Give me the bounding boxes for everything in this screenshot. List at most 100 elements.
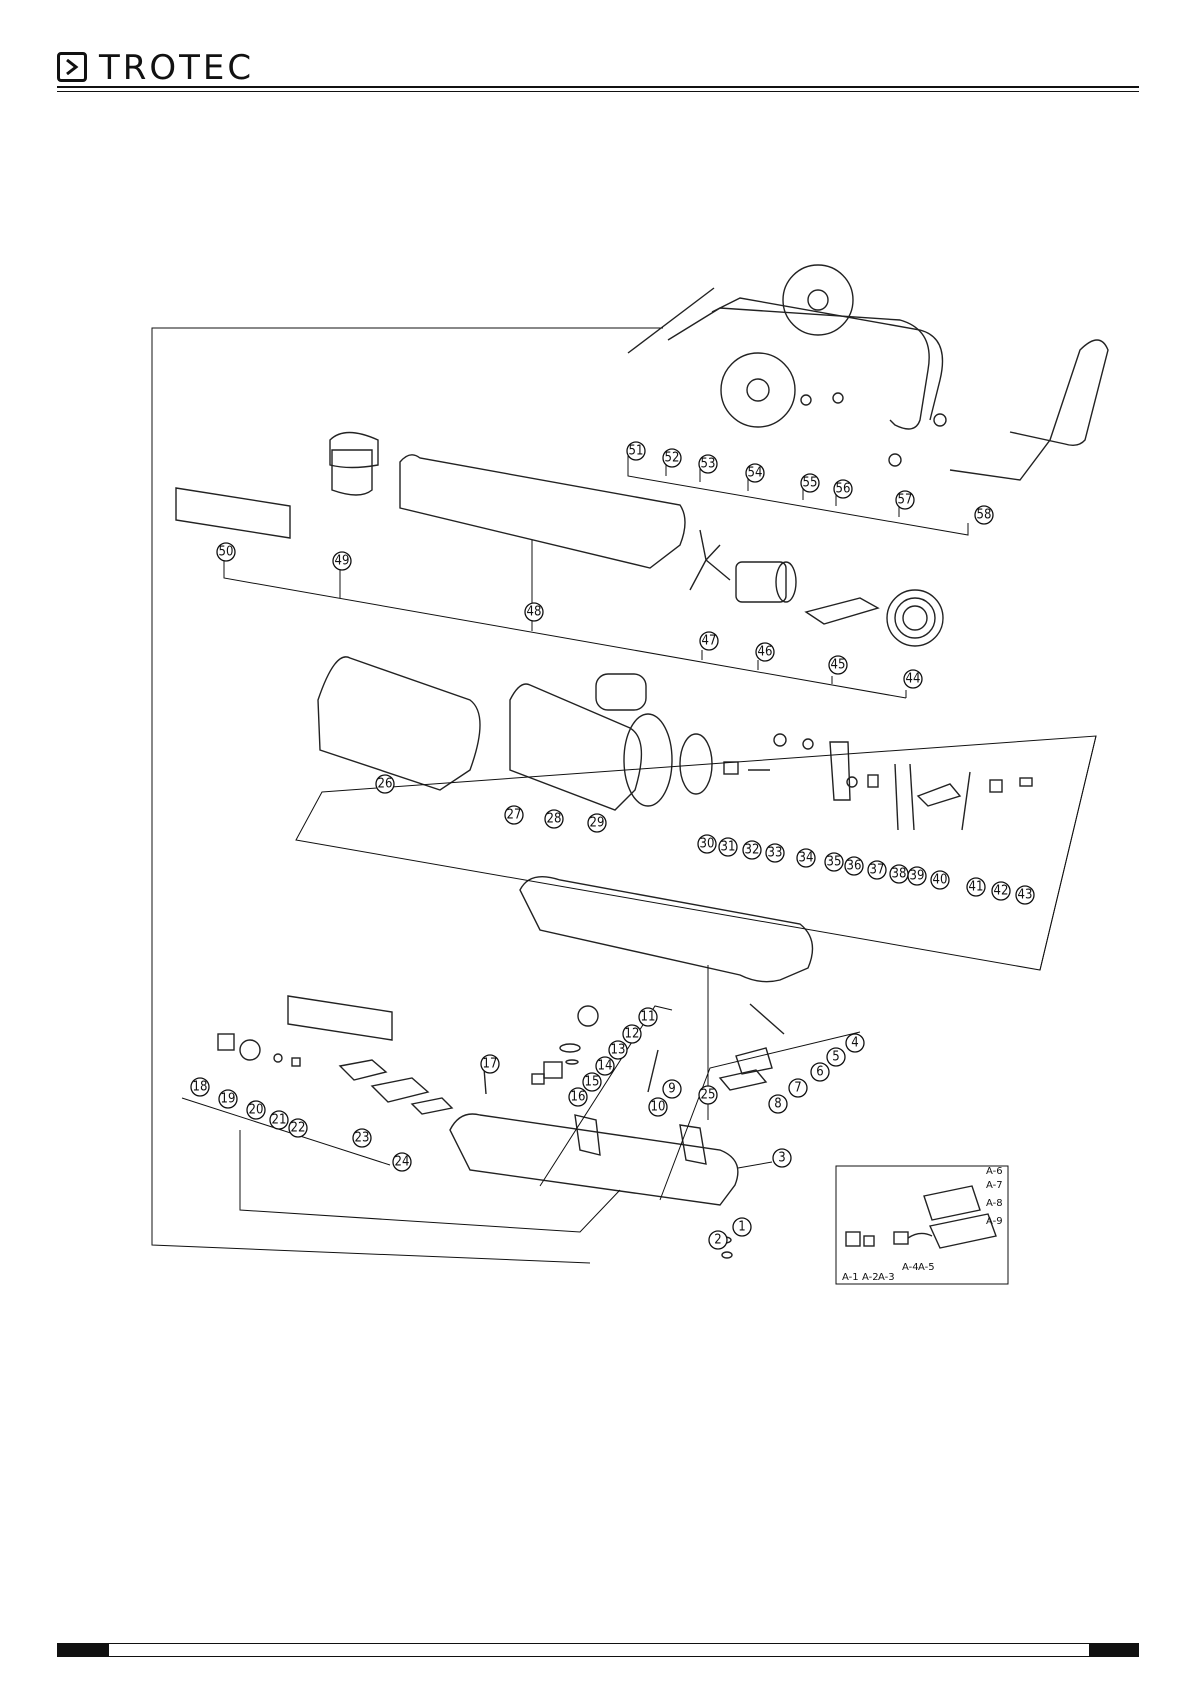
- callout-48: 48: [525, 603, 543, 621]
- inset-wire: [908, 1233, 932, 1238]
- svg-text:11: 11: [641, 1010, 656, 1025]
- gasket: [560, 1044, 580, 1052]
- circuit-board: [340, 1060, 386, 1080]
- callout-36: 36: [845, 857, 863, 875]
- svg-text:9: 9: [668, 1082, 675, 1097]
- callout-17: 17: [481, 1055, 499, 1073]
- svg-text:27: 27: [507, 808, 522, 823]
- footer-block-right: [1089, 1643, 1139, 1657]
- inset-label-A-1: A-1: [842, 1272, 859, 1283]
- callout-45: 45: [829, 656, 847, 674]
- callout-19: 19: [219, 1090, 237, 1108]
- footer-block-left: [57, 1643, 109, 1657]
- callout-25: 25: [699, 1086, 717, 1104]
- cap-2: [934, 414, 946, 426]
- pump-gear: [578, 1006, 598, 1026]
- callout-15: 15: [583, 1073, 601, 1091]
- callout-28: 28: [545, 810, 563, 828]
- svg-text:50: 50: [219, 545, 234, 560]
- fan-guard-ring-inner: [903, 606, 927, 630]
- callout-group: 1 2 3 4 5 6 7 8 9 10 11 12 13 14 15 16 1…: [191, 442, 1034, 1249]
- svg-text:56: 56: [836, 482, 851, 497]
- callout-49: 49: [333, 552, 351, 570]
- callout-43: 43: [1016, 886, 1034, 904]
- callout-34: 34: [797, 849, 815, 867]
- svg-text:48: 48: [527, 605, 542, 620]
- tank-bracket-2: [680, 1125, 706, 1164]
- callout-9: 9: [663, 1080, 681, 1098]
- pump: [544, 1062, 562, 1078]
- bracket-small: [412, 1098, 452, 1114]
- svg-text:3: 3: [778, 1151, 785, 1166]
- upper-housing: [176, 433, 685, 569]
- svg-text:45: 45: [831, 658, 846, 673]
- svg-text:20: 20: [249, 1103, 264, 1118]
- svg-text:28: 28: [547, 812, 562, 827]
- cap: [889, 454, 901, 466]
- callout-50: 50: [217, 543, 235, 561]
- svg-text:6: 6: [816, 1065, 823, 1080]
- svg-text:22: 22: [291, 1121, 306, 1136]
- mount-plate: [720, 1070, 766, 1090]
- svg-text:14: 14: [598, 1059, 613, 1074]
- clip: [803, 739, 813, 749]
- svg-text:32: 32: [745, 843, 760, 858]
- group-line-44-50: [224, 555, 906, 698]
- inner-chamber: [510, 684, 641, 810]
- svg-text:2: 2: [714, 1233, 721, 1248]
- svg-text:30: 30: [700, 837, 715, 852]
- callout-58: 58: [975, 506, 993, 524]
- knob: [240, 1040, 260, 1060]
- callout-42: 42: [992, 882, 1010, 900]
- lower-shell: [520, 877, 813, 982]
- svg-text:46: 46: [758, 645, 773, 660]
- sensor: [962, 772, 970, 830]
- callout-32: 32: [743, 841, 761, 859]
- handle: [950, 340, 1108, 480]
- svg-text:17: 17: [483, 1057, 498, 1072]
- footer-bar: [57, 1643, 1139, 1657]
- group-outline-26-43: [296, 736, 1096, 970]
- leader-lines: [182, 455, 1096, 1232]
- electrode: [918, 784, 960, 806]
- callout-11: 11: [639, 1008, 657, 1026]
- callout-16: 16: [569, 1088, 587, 1106]
- indicator: [274, 1054, 282, 1062]
- terminal: [990, 780, 1002, 792]
- callout-27: 27: [505, 806, 523, 824]
- wheel-front-hub: [747, 379, 769, 401]
- callout-54: 54: [746, 464, 764, 482]
- inset-detail: A-6 A-7 A-8 A-9 A-1 A-2 A-3 A-4 A-5: [836, 1166, 1008, 1284]
- callout-3: 3: [773, 1149, 791, 1167]
- callout-46: 46: [756, 643, 774, 661]
- svg-text:29: 29: [590, 816, 605, 831]
- svg-text:24: 24: [395, 1155, 410, 1170]
- callout-31: 31: [719, 838, 737, 856]
- assembly-outline: [152, 328, 663, 1263]
- group-line-51-58: [628, 455, 968, 535]
- svg-text:19: 19: [221, 1092, 236, 1107]
- inset-label-A-5: A-5: [918, 1262, 935, 1273]
- svg-text:39: 39: [910, 869, 925, 884]
- fan-guard-ring: [895, 598, 935, 638]
- svg-text:37: 37: [870, 863, 885, 878]
- inset-plug: [846, 1232, 860, 1246]
- svg-text:16: 16: [571, 1090, 586, 1105]
- wheel-front: [721, 353, 795, 427]
- callout-7: 7: [789, 1079, 807, 1097]
- callout-5: 5: [827, 1048, 845, 1066]
- callout-47: 47: [700, 632, 718, 650]
- svg-text:4: 4: [851, 1036, 858, 1051]
- inset-plug-2: [864, 1236, 874, 1246]
- svg-text:12: 12: [625, 1027, 640, 1042]
- inset-label-A-4: A-4: [902, 1262, 919, 1273]
- svg-text:23: 23: [355, 1131, 370, 1146]
- callout-44: 44: [904, 670, 922, 688]
- svg-text:8: 8: [774, 1097, 781, 1112]
- rod-2: [910, 764, 914, 830]
- svg-text:5: 5: [832, 1050, 839, 1065]
- svg-text:34: 34: [799, 851, 814, 866]
- circuit-board-2: [372, 1078, 428, 1102]
- svg-text:35: 35: [827, 855, 842, 870]
